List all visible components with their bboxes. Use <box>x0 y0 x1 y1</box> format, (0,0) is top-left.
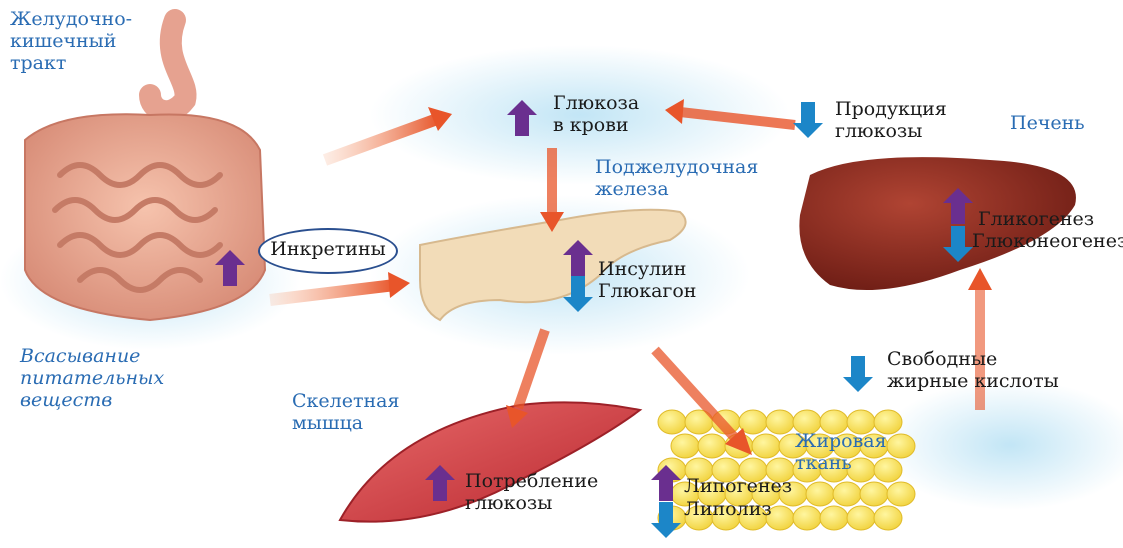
liver-label: Печень <box>1010 112 1085 134</box>
gluconeogenesis-label: Глюконеогенез <box>972 230 1123 252</box>
fat-cell <box>671 434 699 458</box>
glycogenesis-label: Гликогенез <box>978 208 1094 230</box>
free-fatty-acids-label: Свободные жирные кислоты <box>887 348 1059 392</box>
fat-cell <box>887 434 915 458</box>
fat-cell <box>806 482 834 506</box>
fat-cell <box>658 410 686 434</box>
fat-cell <box>820 506 848 530</box>
gi-tract-label: Желудочно- кишечный тракт <box>10 8 132 74</box>
fat-cell <box>847 506 875 530</box>
fat-cell <box>833 482 861 506</box>
glucagon-label: Глюкагон <box>598 280 696 302</box>
fat-cell <box>766 410 794 434</box>
incretins-label: Инкретины <box>258 238 398 260</box>
absorption-label: Всасывание питательных веществ <box>20 345 164 411</box>
fat-cell <box>860 482 888 506</box>
lipogenesis-label: Липогенез <box>684 475 792 497</box>
glucose-uptake-label: Потребление глюкозы <box>465 470 598 514</box>
lipolysis-label: Липолиз <box>684 498 772 520</box>
arrow-fat-to-liver-head <box>968 268 992 290</box>
fat-cell <box>698 434 726 458</box>
pancreas-label: Поджелудочная железа <box>595 156 758 200</box>
insulin-label: Инсулин <box>598 258 686 280</box>
adipose-label: Жировая ткань <box>795 430 887 474</box>
glow-fat <box>880 380 1123 510</box>
blood-glucose-label: Глюкоза в крови <box>553 92 639 136</box>
down-arrow-free-fatty-acids <box>843 356 873 392</box>
fat-cell <box>887 482 915 506</box>
down-arrow-glucose-production <box>793 102 823 138</box>
fat-cell <box>752 434 780 458</box>
skeletal-muscle-label: Скелетная мышца <box>292 390 399 434</box>
fat-cell <box>874 506 902 530</box>
fat-cell <box>793 506 821 530</box>
glucose-production-label: Продукция глюкозы <box>835 98 947 142</box>
